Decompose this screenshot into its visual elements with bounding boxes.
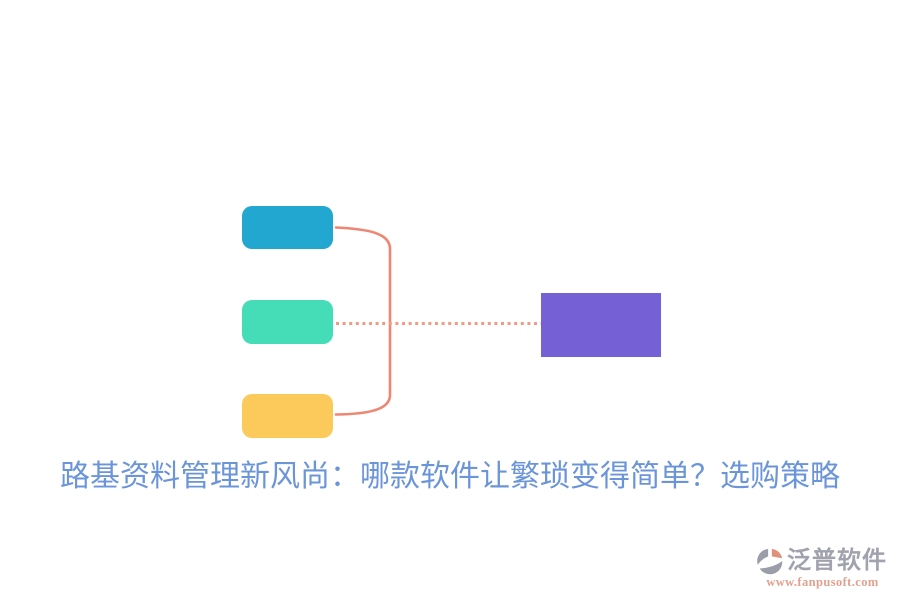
watermark-brand-text: 泛普软件: [787, 548, 887, 574]
bracket-connector: [334, 226, 392, 416]
diagram-node-bottom: [242, 394, 333, 438]
watermark: 泛普软件 www.fanpusoft.com: [755, 546, 890, 596]
page-title: 路基资料管理新风尚：哪款软件让繁琐变得简单？选购策略: [60, 460, 840, 493]
diagram-node-middle: [242, 300, 333, 344]
diagram-node-right: [541, 293, 661, 357]
diagram-node-top: [242, 206, 333, 249]
watermark-url: www.fanpusoft.com: [766, 575, 879, 589]
fanpu-logo-icon: [757, 548, 783, 575]
